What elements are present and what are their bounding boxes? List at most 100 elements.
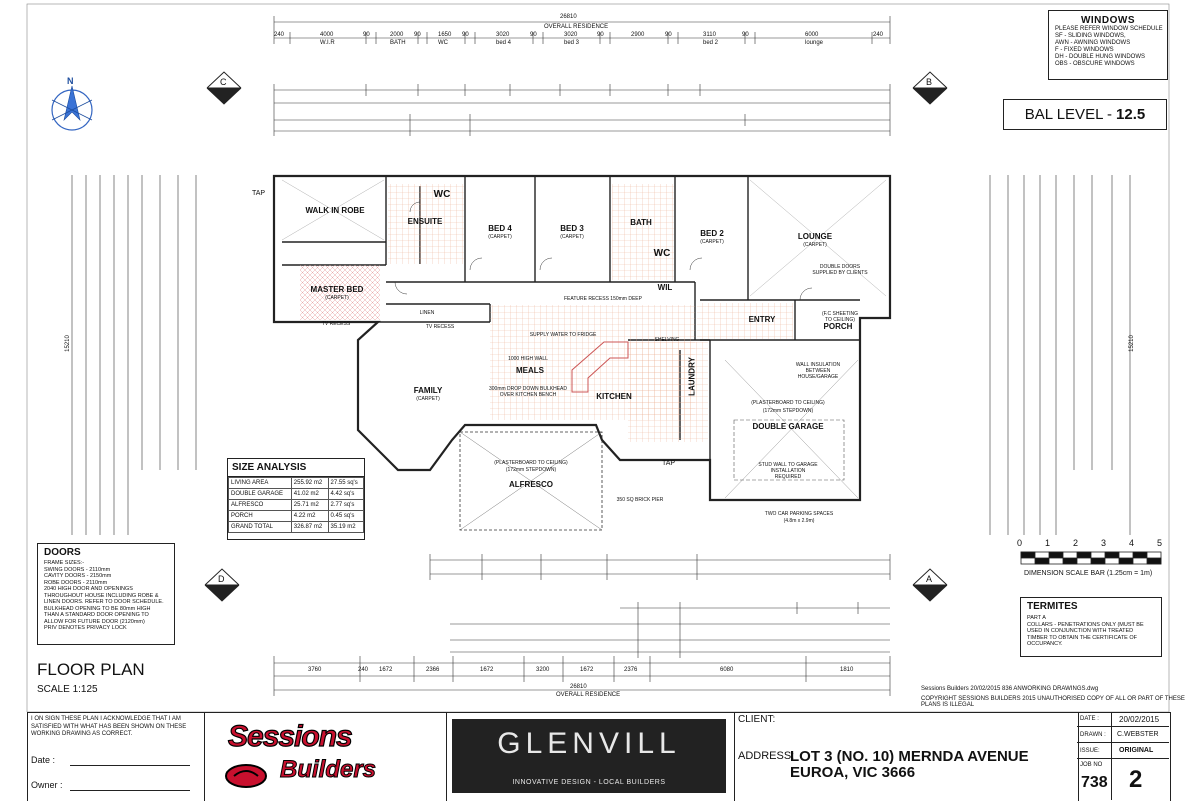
size-analysis-title: SIZE ANALYSIS [228,459,364,477]
plan-scale: SCALE 1:125 [37,684,98,695]
dim-top-value: 3020 [564,32,578,38]
dim-top-value: 90 [363,32,370,38]
drawn-key: DRAWN : [1080,732,1106,738]
owner-sign-line [70,790,190,791]
cell: GRAND TOTAL [228,521,292,533]
scale-number: 0 [1017,538,1023,548]
dim-top-value: 90 [742,32,749,38]
doors-line: LINEN DOORS. REFER TO DOOR SCHEDULE. [44,599,164,605]
windows-line: AWN - AWNING WINDOWS [1055,40,1131,46]
cell: PORCH [228,510,292,522]
scale-bar-caption: DIMENSION SCALE BAR (1.25cm = 1m) [1024,570,1153,577]
dim-bottom-value: 1672 [480,667,494,673]
room-entry: ENTRY [748,315,776,324]
room-wc-1: WC [433,189,451,200]
cell: DOUBLE GARAGE [228,488,292,500]
dim-top-label: bed 4 [496,40,512,46]
doors-line: FRAME SIZES:- [44,560,85,566]
dim-bottom-value: 1672 [580,667,594,673]
doors-line: SWING DOORS - 2110mm [44,566,111,573]
room-laundry: LAUNDRY [687,357,697,396]
glenvill-logo: GLENVILL INNOVATIVE DESIGN - LOCAL BUILD… [452,719,726,793]
dim-top-label: lounge [805,40,824,46]
brick-pier-note: 350 SQ BRICK PIER [616,497,664,503]
cell: ALFRESCO [228,499,292,511]
address-line-1: LOT 3 (NO. 10) MERNDA AVENUE [790,748,1029,765]
cell: 25.71 m2 [290,499,329,511]
doors-line: CAVITY DOORS - 2150mm [44,573,112,579]
room-family: FAMILY [413,386,443,395]
sign-date-label: Date : [31,755,56,765]
cell: 0.45 sq's [327,510,365,522]
dim-top-label: W.I.R [320,40,335,46]
doors-line: ROBE DOORS - 2110mm [44,579,108,586]
windows-line: SF - SLIDING WINDOWS, [1055,33,1126,39]
doors-line: 2040 HIGH DOOR AND OPENINGS [44,586,133,592]
room-wc-2: WC [653,248,671,259]
cell: 2.77 sq's [327,499,365,511]
room-bed-2: BED 2 [700,229,724,238]
dim-top-value: 3020 [496,32,510,38]
room-walk-in-robe: WALK IN ROBE [305,206,365,215]
bal-level-box: BAL LEVEL - 12.5 [1003,99,1167,130]
floor-plan-drawing [26,3,1170,712]
dim-overall-residence-top: OVERALL RESIDENCE [544,24,609,30]
date-key: DATE : [1080,716,1099,722]
fc-sheeting-note: (F.C SHEETING TO CEILING) [821,311,859,323]
dim-bottom-value: 3760 [308,667,322,673]
section-d-label: D [218,574,225,584]
windows-line: OBS - OBSCURE WINDOWS [1055,61,1135,67]
alfresco-step-note: (172mm STEPDOWN) [505,467,557,473]
sessions-builders-logo: Sessions Builders [214,718,414,792]
dim-top-value: 240 [274,32,285,38]
dim-top-label: WC [438,40,448,46]
car-parking-size: (4.8m x 2.9m) [783,518,815,524]
dim-top-label: bed 3 [564,40,580,46]
room-bed-2-floor: (CARPET) [700,239,724,245]
bal-value: 12.5 [1116,106,1146,123]
dim-top-overall: 26810 [560,14,577,20]
sheet-number: 2 [1129,766,1143,793]
dim-bottom-value: 1672 [379,667,393,673]
job-value: 738 [1081,774,1108,791]
glenvill-tagline: INNOVATIVE DESIGN - LOCAL BUILDERS [512,779,666,786]
termites-line: USED IN CONJUNCTION WITH TREATED [1027,628,1134,634]
scale-number: 1 [1045,538,1051,548]
tv-recess-family: TV RECESS [425,324,455,330]
room-bed-4: BED 4 [488,224,512,233]
room-porch: PORCH [823,322,853,331]
room-kitchen: KITCHEN [596,392,632,401]
stud-wall-note: STUD WALL TO GARAGE INSTALLATION REQUIRE… [758,462,818,480]
scale-number: 3 [1101,538,1107,548]
logo-sessions-text: Sessions [227,719,353,753]
doors-legend: DOORS FRAME SIZES:- SWING DOORS - 2110mm… [37,543,175,645]
windows-legend: WINDOWS PLEASE REFER WINDOW SCHEDULE SF … [1048,10,1168,80]
dim-bottom-value: 240 [358,667,369,673]
dim-top-value: 90 [530,32,537,38]
garage-plasterboard-note: (PLASTERBOARD TO CEILING) [751,400,825,406]
copyright-note: COPYRIGHT SESSIONS BUILDERS 2015 UNAUTHO… [921,696,1185,708]
room-bath: BATH [630,218,652,227]
doors-title: DOORS [44,547,81,558]
logo-builders-text: Builders [279,756,377,784]
doors-line: THROUGHOUT HOUSE INCLUDING ROBE & [44,592,159,599]
doors-line: THAN A STANDARD DOOR OPENING TO [44,612,149,618]
room-double-garage: DOUBLE GARAGE [752,422,824,431]
room-master-bed: MASTER BED [310,285,364,294]
dim-top-value: 90 [414,32,421,38]
windows-line: PLEASE REFER WINDOW SCHEDULE [1055,26,1163,32]
supply-water-note: SUPPLY WATER TO FRIDGE [529,332,597,338]
drop-down-note: 300mm DROP DOWN BULKHEAD OVER KITCHEN BE… [489,386,567,398]
room-bed-4-floor: (CARPET) [488,234,512,240]
dim-top-value: 4000 [320,32,334,38]
dim-bottom-value: 2366 [426,667,440,673]
doors-line: BULKHEAD OPENING TO BE 80mm HIGH [44,605,151,612]
plan-title: FLOOR PLAN [37,660,145,679]
windows-line: F - FIXED WINDOWS [1055,47,1114,53]
doors-line: PRIV DENOTES PRIVACY LOCK [44,625,127,631]
windows-title: WINDOWS [1080,15,1136,26]
